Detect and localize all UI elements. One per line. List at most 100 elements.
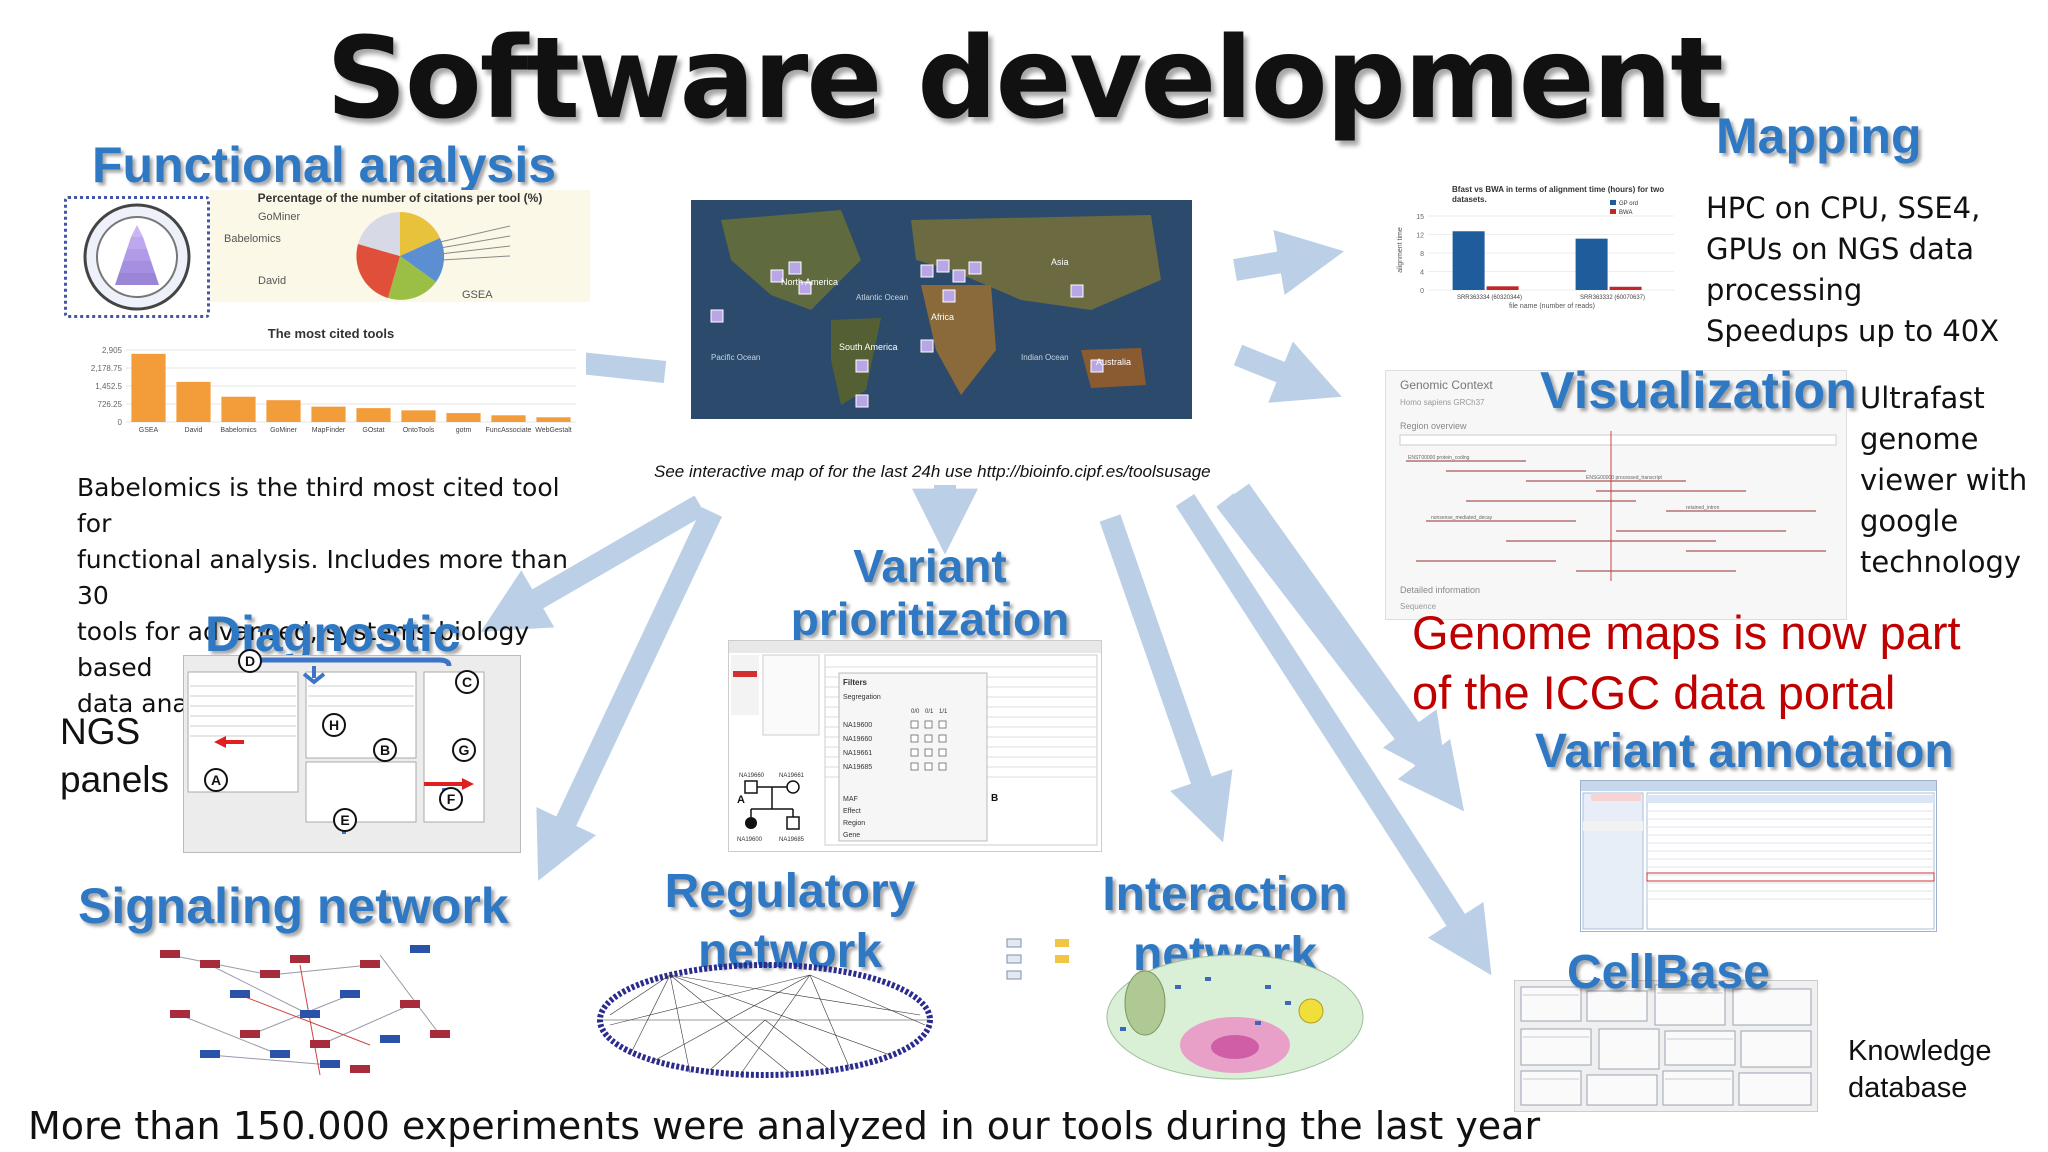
label-b: B — [991, 793, 998, 804]
sample-label: NA19600 — [843, 722, 872, 729]
mapping-legend-item: GP ord — [1619, 201, 1638, 207]
cited-ytick: 2,905 — [102, 346, 123, 355]
viz-line: genome — [1860, 422, 1979, 456]
usage-marker — [710, 309, 724, 323]
viz-line: technology — [1860, 545, 2022, 579]
viewer-species: Homo sapiens GRCh37 — [1400, 398, 1485, 407]
usage-marker — [942, 289, 956, 303]
pie-label: David — [258, 275, 286, 287]
genotype-header: 1/1 — [939, 709, 948, 715]
pie-slice — [388, 256, 436, 300]
sample-label: NA19685 — [843, 764, 872, 771]
section-cellbase: CellBase — [1567, 946, 1770, 999]
viz-line: viewer with — [1860, 463, 2028, 497]
pie-label: GSEA — [462, 289, 493, 301]
arrow-to-mapping — [1233, 229, 1345, 295]
arrow-to-diagnostic — [480, 495, 706, 632]
pie-label: Babelomics — [224, 233, 281, 245]
section-functional-analysis: Functional analysis — [92, 137, 557, 193]
cited-category: GOstat — [362, 427, 384, 434]
cited-category: OntoTools — [403, 427, 435, 434]
cited-category: David — [185, 427, 203, 434]
usage-marker — [855, 359, 869, 373]
tool-usage-world-map: Asia North America Africa South America … — [691, 200, 1192, 419]
viz-line: Ultrafast — [1860, 381, 1985, 415]
section-mapping: Mapping — [1716, 108, 1922, 164]
regulatory-line: network — [697, 925, 883, 978]
filters-title: Filters — [843, 678, 868, 687]
diag-letter: D — [245, 653, 255, 669]
mapping-line: HPC on CPU, SSE4, — [1706, 191, 1981, 225]
diag-letter: F — [447, 791, 456, 807]
cited-bar — [491, 415, 526, 422]
diag-letter: E — [340, 812, 349, 828]
visualization-description: Ultrafast genome viewer with google tech… — [1860, 378, 2027, 583]
viewer-detailed: Detailed information — [1400, 585, 1480, 595]
diag-letter: C — [462, 674, 472, 690]
usage-marker — [968, 261, 982, 275]
usage-marker — [770, 269, 784, 283]
mapping-ytick: 12 — [1416, 233, 1424, 240]
pedigree-label: NA19600 — [737, 837, 763, 843]
babelomics-line: Babelomics is the third most cited tool … — [77, 473, 560, 538]
cited-bar — [356, 408, 391, 422]
arrow-to-cellbase — [1175, 494, 1492, 976]
variant-prioritization-screenshot: Filters Segregation 0/0 0/1 1/1 NA19600 … — [728, 640, 1102, 852]
svg-text:ENSG00000 processed_transcript: ENSG00000 processed_transcript — [1586, 475, 1662, 481]
mapping-description: HPC on CPU, SSE4, GPUs on NGS data proce… — [1706, 188, 1999, 352]
mapping-ytick: 4 — [1420, 270, 1424, 277]
slide-title: Software development — [326, 14, 1724, 144]
mapping-line: GPUs on NGS data — [1706, 232, 1974, 266]
cited-category: Babelomics — [220, 427, 257, 434]
genome-viewer-screenshot: Genomic Context Homo sapiens GRCh37 Regi… — [1385, 370, 1847, 620]
diag-letter: G — [459, 742, 470, 758]
cited-category: GoMiner — [270, 427, 298, 434]
pedigree-label: NA19661 — [779, 773, 805, 779]
citations-pie-chart: Percentage of the number of citations pe… — [210, 190, 590, 302]
cited-ytick: 1,452.5 — [95, 382, 122, 391]
map-label: Pacific Ocean — [711, 353, 760, 362]
filter-item: MAF — [843, 796, 858, 803]
cited-category: MapFinder — [312, 427, 346, 434]
cited-ytick: 2,178.75 — [91, 364, 123, 373]
cited-bar — [401, 410, 436, 422]
mapping-ytick: 8 — [1420, 251, 1424, 258]
usage-marker — [788, 261, 802, 275]
genotype-header: 0/0 — [911, 709, 920, 715]
cited-chart-title: The most cited tools — [268, 326, 394, 341]
arrow-to-signaling — [536, 507, 722, 881]
map-label: Asia — [1051, 257, 1069, 267]
pie-slice — [400, 238, 445, 282]
cited-bar — [221, 396, 256, 422]
segregation-label: Segregation — [843, 694, 881, 701]
diagnostic-labels: D C H B G A F E — [183, 645, 523, 845]
sample-label: NA19660 — [843, 736, 872, 743]
viewer-region: Region overview — [1400, 421, 1467, 431]
section-visualization: Visualization — [1540, 362, 1857, 420]
cited-ytick: 0 — [118, 418, 123, 427]
usage-marker — [1070, 284, 1084, 298]
diag-letter: H — [329, 717, 339, 733]
label-a: A — [737, 794, 745, 806]
cited-bar — [446, 413, 481, 422]
arrow-to-interaction — [1099, 514, 1233, 843]
pie-title: Percentage of the number of citations pe… — [258, 191, 543, 205]
icgc-line: of the ICGC data portal — [1412, 666, 1896, 719]
viewer-sequence: Sequence — [1400, 602, 1437, 611]
babelomics-logo — [64, 196, 210, 318]
variant-annotation-screenshot — [1580, 780, 1937, 932]
map-label: Atlantic Ocean — [856, 293, 908, 302]
pie-slice — [400, 212, 440, 256]
pedigree-label: NA19660 — [739, 773, 765, 779]
map-label: South America — [839, 342, 898, 352]
knowledge-line: database — [1848, 1072, 1968, 1104]
usage-marker — [1090, 359, 1104, 373]
cited-bar — [536, 417, 571, 422]
ngs-panels-label: NGS panels — [60, 708, 169, 804]
cited-ytick: 726.25 — [98, 400, 123, 409]
mapping-line: Speedups up to 40X — [1706, 314, 2000, 348]
mapping-xlabel: file name (number of reads) — [1509, 303, 1595, 310]
diag-letter: A — [211, 772, 221, 788]
mapping-ylabel: alignment time — [1397, 227, 1404, 273]
